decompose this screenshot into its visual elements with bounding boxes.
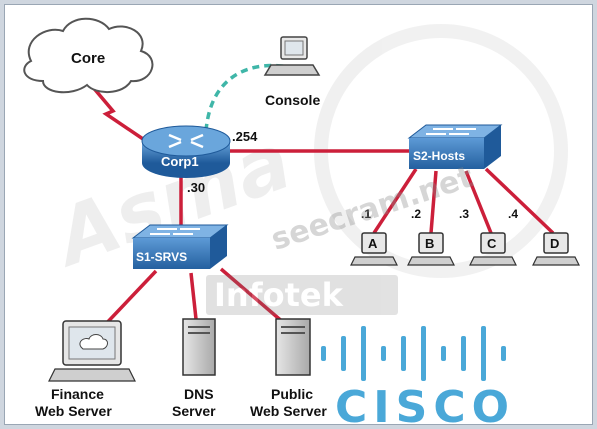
dns-label-line1: DNS [184,386,214,402]
link-s1-finance [99,269,158,331]
keyboard-icon [48,368,136,382]
finance-label-line2: Web Server [35,403,112,419]
switch-s2-hosts: S2-Hosts [407,124,503,169]
cisco-logo: CISCO [321,326,515,425]
core-label: Core [71,50,105,67]
host-a: A [350,232,398,266]
addr-host-a: .1 [361,207,371,221]
link-s2-d [484,167,555,235]
server-tower-icon [182,318,216,376]
host-b: B [407,232,455,266]
host-c-label: C [487,236,497,251]
finance-label-line1: Finance [51,386,104,402]
finance-web-server: Finance Web Server [35,320,136,419]
router-label: Corp1 [161,154,199,169]
server-tower-icon [275,318,311,376]
addr-router-s2: .254 [232,129,258,144]
host-d-label: D [550,236,559,251]
host-d: D [532,232,580,266]
router-corp1: Corp1 [141,125,231,178]
wan-link-core-corp1 [84,77,147,143]
pc-icon [418,232,444,254]
host-c: C [469,232,517,266]
cloud-icon [79,334,108,350]
dns-server: DNS Server [172,318,216,419]
addr-host-d: .4 [508,207,518,221]
watermark-company: Infotek [214,276,344,314]
switch-s1-srvs: S1-SRVS [131,224,229,269]
host-a-label: A [368,236,378,251]
core-cloud: Core [23,17,154,94]
link-s2-b [429,170,438,234]
public-web-server: Public Web Server [250,318,327,419]
link-s1-public [219,267,286,325]
links [84,63,555,331]
addr-router-s1: .30 [187,180,205,195]
watermark-company-group: Infotek [206,275,398,315]
router-icon [141,125,231,157]
link-s2-c [464,170,493,234]
link-s1-dns [189,272,198,320]
switch-s2-label: S2-Hosts [413,149,465,163]
switch-s1-label: S1-SRVS [136,250,187,264]
link-s2-a [372,168,418,234]
pc-icon [361,232,387,254]
dns-label-line2: Server [172,403,216,419]
public-label-line1: Public [271,386,313,402]
console-keyboard-icon [263,64,321,76]
pc-icon [543,232,569,254]
console-label: Console [265,92,320,108]
cisco-wordmark: CISCO [335,382,515,425]
public-label-line2: Web Server [250,403,327,419]
network-topology-diagram: Asma Core Console Corp1 [23,17,580,425]
addr-host-c: .3 [459,207,469,221]
diagram-frame: Asma Core Console Corp1 [4,4,593,425]
host-b-label: B [425,236,434,251]
pc-icon [480,232,506,254]
console-pc: Console [263,36,321,108]
addr-host-b: .2 [411,207,421,221]
cloud-icon [23,17,154,94]
